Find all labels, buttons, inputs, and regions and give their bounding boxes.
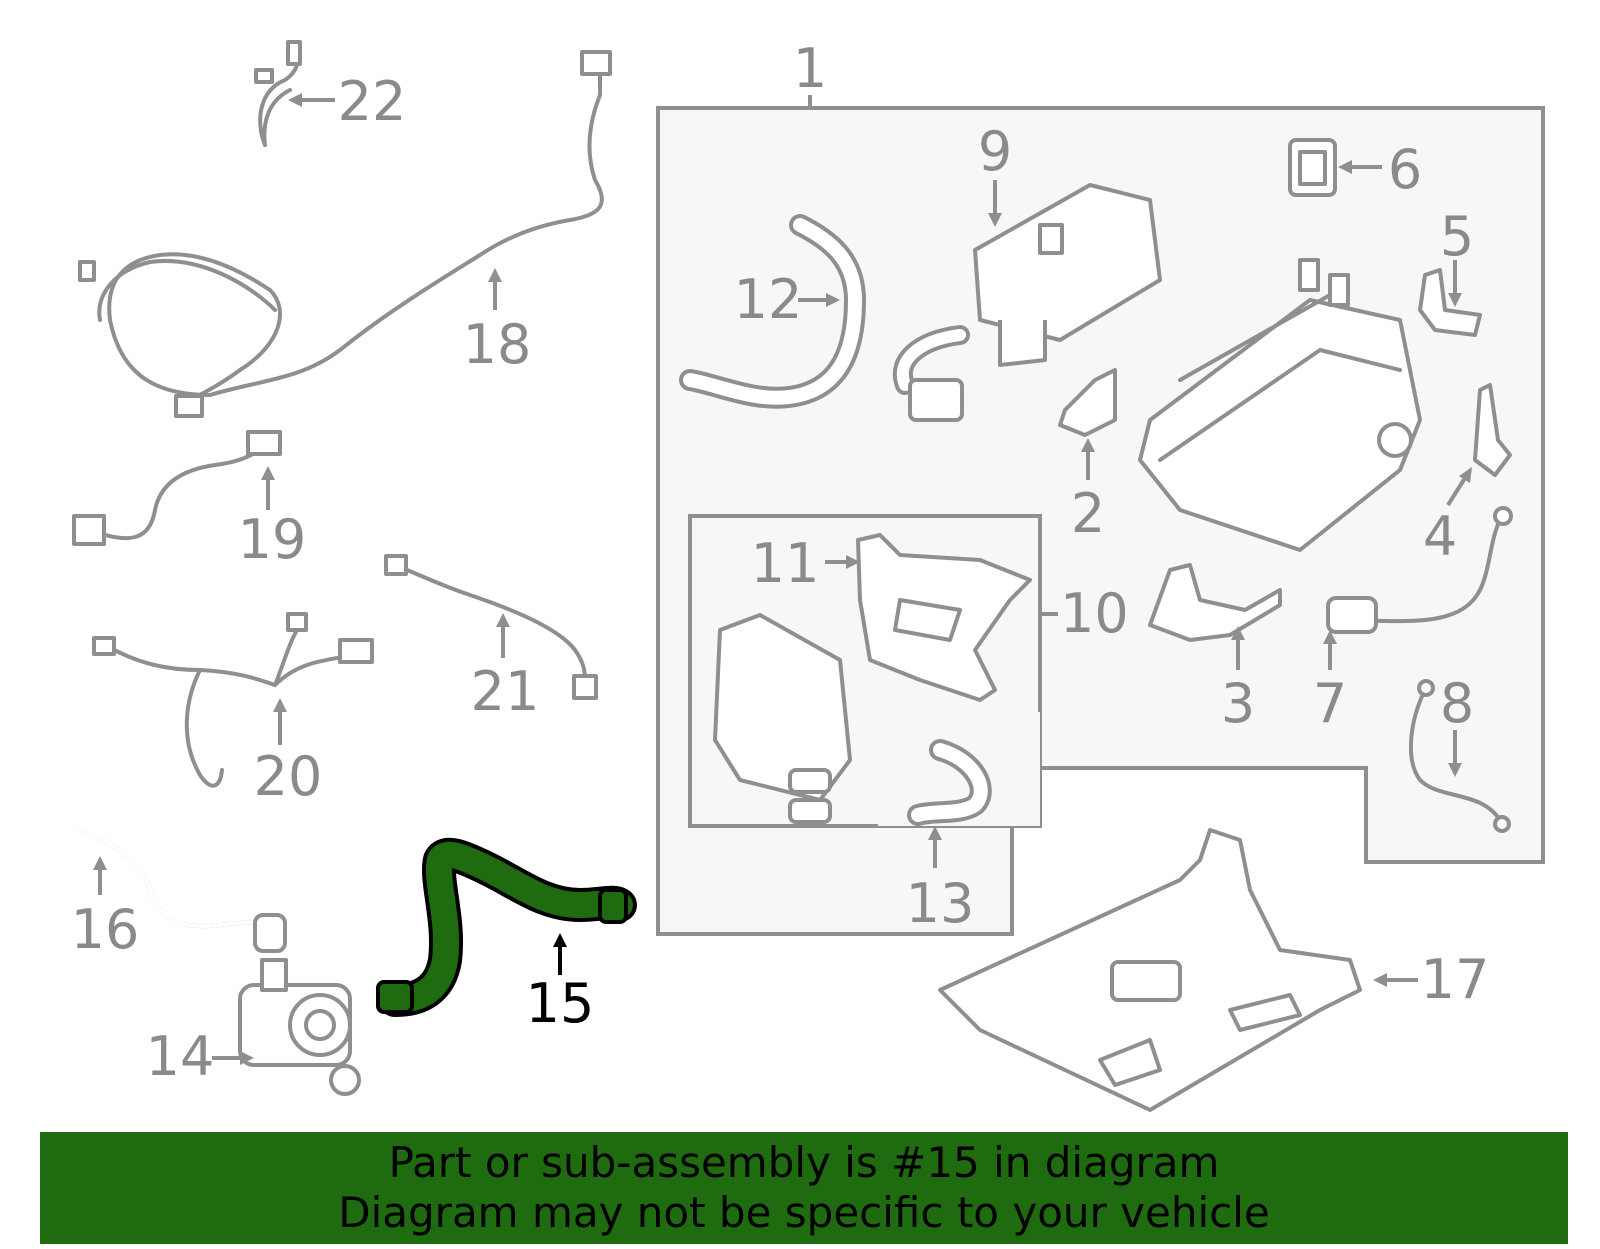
info-banner: Part or sub-assembly is #15 in diagram D…: [40, 1132, 1568, 1244]
charger-unit: [1138, 258, 1422, 552]
leader-11: [825, 555, 860, 569]
callout-9: 9: [978, 120, 1012, 183]
callout-4: 4: [1423, 505, 1457, 568]
part-5-bracket: [1418, 268, 1482, 337]
part-22-harness: [254, 40, 302, 147]
part-16-hose: [76, 828, 287, 953]
part-21-harness: [384, 554, 598, 700]
leader-13: [928, 826, 942, 868]
callout-10: 10: [1060, 582, 1129, 645]
part-17-tray: [938, 828, 1362, 1112]
callout-21: 21: [471, 660, 540, 723]
callout-16: 16: [71, 898, 140, 961]
callout-12: 12: [734, 268, 803, 331]
leader-5: [1448, 260, 1462, 307]
leader-2: [1081, 438, 1095, 480]
callout-13: 13: [906, 872, 975, 935]
banner-line-1: Part or sub-assembly is #15 in diagram: [388, 1138, 1220, 1187]
part-13-hose: [907, 739, 992, 826]
callout-18: 18: [463, 313, 532, 376]
part-8-cable: [1408, 679, 1511, 833]
banner-line-2: Diagram may not be specific to your vehi…: [338, 1188, 1270, 1237]
part-20-harness: [92, 612, 374, 788]
leader-7: [1323, 630, 1337, 670]
leader-6: [1338, 160, 1382, 174]
callout-17: 17: [1421, 948, 1490, 1011]
leader-21: [496, 613, 510, 658]
leader-9: [988, 180, 1002, 227]
callout-11: 11: [751, 532, 820, 595]
part-4-bracket: [1473, 383, 1512, 477]
callout-8: 8: [1440, 672, 1474, 735]
callout-22: 22: [338, 70, 407, 133]
part-10-module: [713, 613, 852, 824]
part-7-cable: [1326, 506, 1513, 634]
part-15-hose: [376, 837, 637, 1017]
leader-19: [261, 466, 275, 510]
leader-22: [288, 93, 335, 107]
leader-14: [212, 1051, 254, 1065]
callout-14: 14: [146, 1025, 215, 1088]
callout-1: 1: [793, 37, 827, 100]
callout-20: 20: [254, 745, 323, 808]
part-3-bracket: [1148, 563, 1282, 642]
leader-4: [1446, 467, 1472, 507]
callout-5: 5: [1440, 205, 1474, 268]
leader-17: [1373, 973, 1418, 987]
part-9-converter: [893, 183, 1162, 422]
leader-15: [553, 933, 567, 975]
part-19-harness: [72, 430, 282, 546]
callout-6: 6: [1388, 138, 1422, 201]
leader-16: [93, 856, 107, 895]
part-2-bracket: [1058, 368, 1117, 437]
leader-20: [273, 698, 287, 745]
leader-12: [798, 293, 840, 307]
part-6-bracket: [1288, 138, 1337, 197]
callout-2: 2: [1071, 482, 1105, 545]
leader-8: [1448, 730, 1462, 777]
callout-19: 19: [238, 508, 307, 571]
callout-15: 15: [526, 972, 595, 1035]
callout-3: 3: [1221, 672, 1255, 735]
callout-7: 7: [1313, 672, 1347, 735]
leader-3: [1231, 626, 1245, 670]
part-11-bracket: [856, 533, 1032, 702]
part-12-hose: [679, 214, 867, 409]
part-14-pump: [238, 958, 361, 1096]
leader-18: [488, 268, 502, 310]
part-18-harness: [78, 50, 612, 418]
